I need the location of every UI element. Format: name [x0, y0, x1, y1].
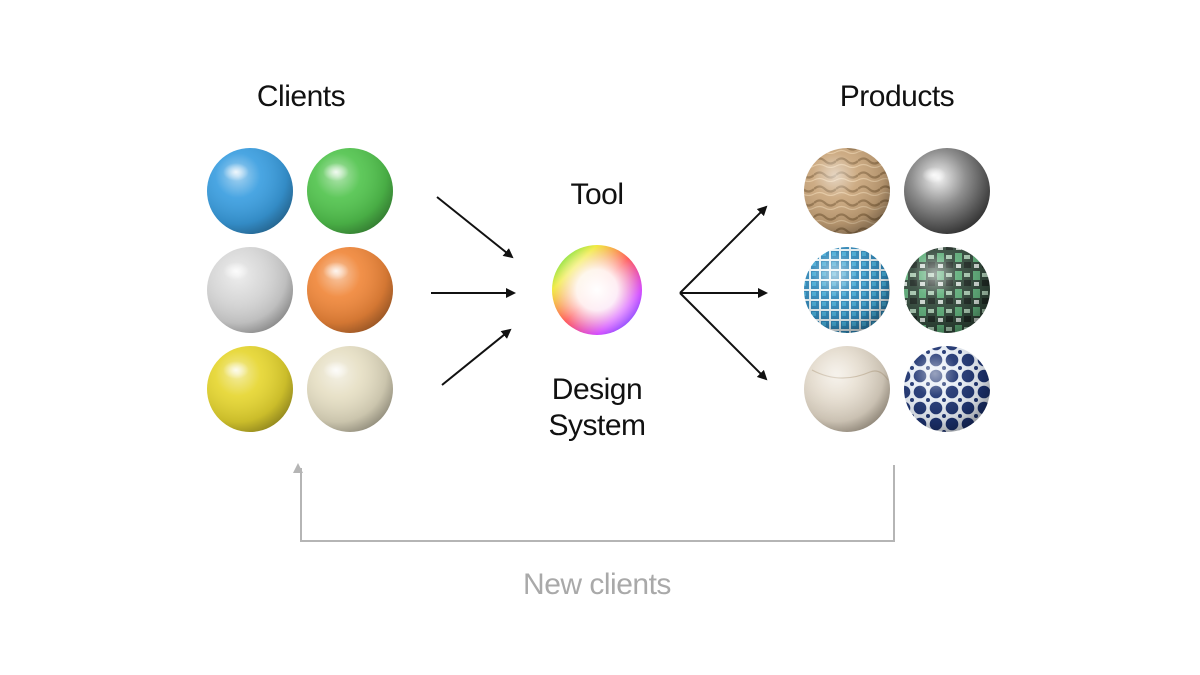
- client-sphere-white-highlight: [223, 262, 249, 280]
- client-sphere-yellow-highlight: [223, 361, 249, 379]
- product-sphere-marble: [804, 346, 890, 432]
- client-sphere-green: [307, 148, 393, 234]
- arrow-out-top: [679, 205, 768, 294]
- arrow-out-bottom: [679, 292, 768, 381]
- client-sphere-white: [207, 247, 293, 333]
- feedback-arrow: [293, 463, 895, 542]
- client-sphere-white-shading: [207, 247, 293, 333]
- client-sphere-orange-highlight: [323, 262, 349, 280]
- product-sphere-metal: [904, 148, 990, 234]
- input-arrows: [431, 196, 516, 386]
- client-sphere-green-highlight: [323, 163, 349, 181]
- client-sphere-ivory: [307, 346, 393, 432]
- product-sphere-sand-shading: [804, 148, 890, 234]
- product-sphere-navy-pattern: [904, 346, 990, 432]
- tool-sphere: [552, 245, 642, 335]
- products-label: Products: [840, 80, 954, 113]
- client-sphere-yellow-shading: [207, 346, 293, 432]
- client-sphere-blue: [207, 148, 293, 234]
- product-sphere-blue-tiles: [804, 247, 890, 333]
- tool-sphere-core: [552, 245, 642, 335]
- arrow-in-top: [436, 196, 514, 259]
- client-sphere-ivory-highlight: [323, 361, 349, 379]
- client-sphere-ivory-shading: [307, 346, 393, 432]
- product-sphere-marble-shading: [804, 346, 890, 432]
- output-arrows: [679, 205, 768, 381]
- design-system-label-line1: Design: [552, 373, 642, 406]
- arrow-in-bottom: [441, 328, 512, 386]
- client-sphere-orange-shading: [307, 247, 393, 333]
- product-sphere-sand: [804, 148, 890, 234]
- client-sphere-green-shading: [307, 148, 393, 234]
- feedback-loop: [293, 463, 895, 542]
- product-sphere-metal-texture: [904, 148, 990, 234]
- tool-label: Tool: [570, 178, 623, 211]
- design-system-label-line2: System: [548, 409, 645, 442]
- clients-label: Clients: [257, 80, 345, 113]
- product-sphere-metal-highlight: [922, 167, 946, 183]
- client-sphere-blue-shading: [207, 148, 293, 234]
- new-clients-label: New clients: [523, 568, 671, 601]
- product-sphere-circuit-shading: [904, 247, 990, 333]
- product-sphere-navy-pattern-shading: [904, 346, 990, 432]
- client-sphere-blue-highlight: [223, 163, 249, 181]
- product-sphere-circuit: [904, 247, 990, 333]
- products-grid: [804, 148, 990, 432]
- client-sphere-yellow: [207, 346, 293, 432]
- clients-grid: [207, 148, 393, 432]
- product-sphere-blue-tiles-shading: [804, 247, 890, 333]
- client-sphere-orange: [307, 247, 393, 333]
